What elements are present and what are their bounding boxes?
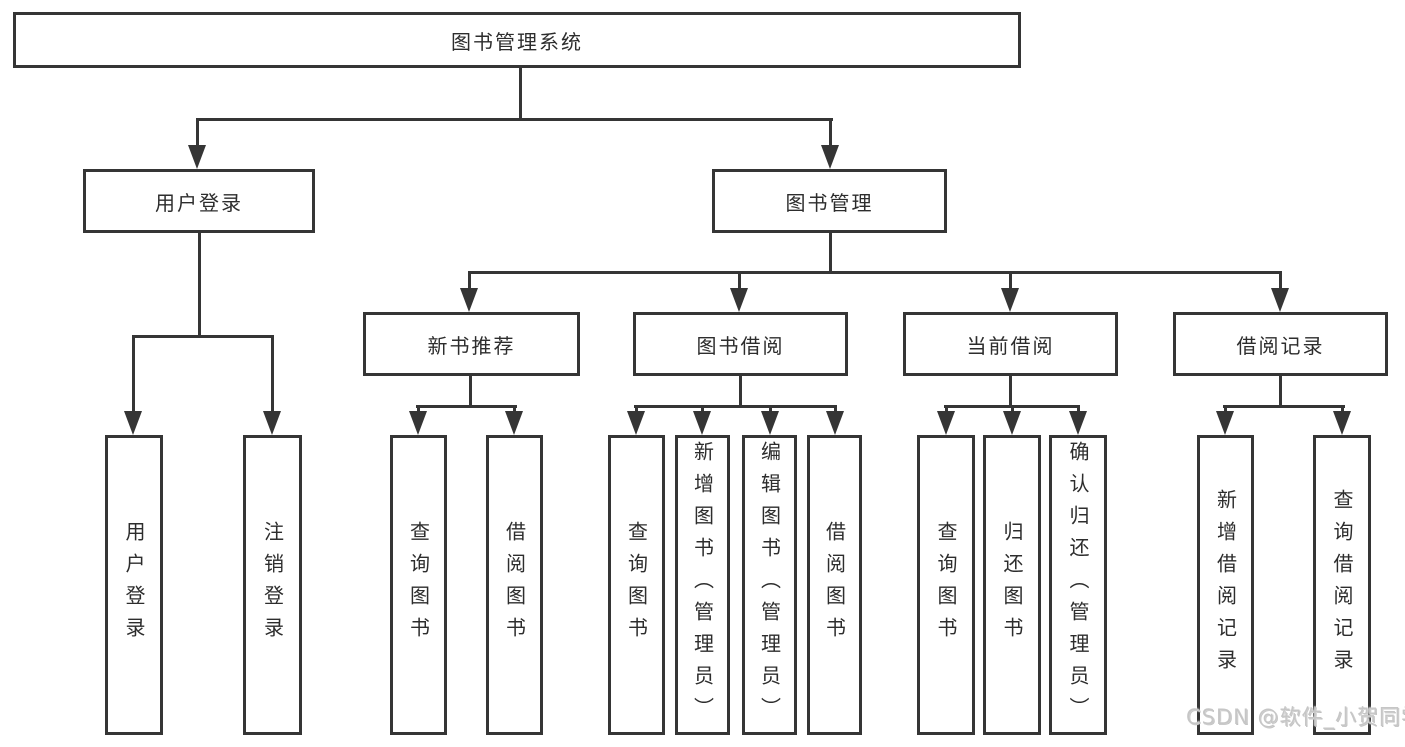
node-label: 图书管理系统	[451, 29, 583, 54]
connector-vline	[1077, 405, 1080, 415]
leaf-label: 归还图书	[1000, 521, 1024, 649]
connector-hline	[196, 118, 833, 121]
arrow-down-icon	[937, 411, 955, 435]
arrow-down-icon	[826, 411, 844, 435]
arrow-down-icon	[263, 411, 281, 435]
arrow-down-icon	[627, 411, 645, 435]
arrow-down-icon	[761, 411, 779, 435]
node-label: 用户登录	[155, 190, 243, 215]
node-user-login: 用户登录	[83, 169, 315, 233]
leaf-label: 借阅图书	[822, 521, 847, 649]
connector-vline	[739, 374, 742, 407]
arrow-down-icon	[821, 145, 839, 169]
node-root-library-system: 图书管理系统	[13, 12, 1021, 68]
connector-vline	[417, 405, 420, 415]
leaf-logout: 注销登录	[243, 435, 302, 735]
connector-vline	[469, 374, 472, 407]
connector-vline	[701, 405, 704, 415]
node-label: 图书管理	[785, 190, 874, 215]
arrow-down-icon	[409, 411, 427, 435]
node-label: 当前借阅	[966, 333, 1055, 358]
connector-hline	[132, 335, 274, 338]
connector-vline	[945, 405, 948, 415]
arrow-down-icon	[730, 288, 748, 312]
leaf-label: 查询图书	[406, 521, 431, 649]
leaf-query-books-borrow: 查询图书	[608, 435, 665, 735]
connector-vline	[1011, 405, 1014, 415]
node-borrowing-records: 借阅记录	[1173, 312, 1388, 376]
leaf-edit-books-admin: 编辑图书（管理员）	[742, 435, 797, 735]
leaf-label: 新增图书（管理员）	[690, 441, 715, 729]
arrow-down-icon	[460, 288, 478, 312]
leaf-label: 查询图书	[624, 521, 649, 649]
connector-vline	[196, 118, 199, 150]
connector-vline	[769, 405, 772, 415]
leaf-label: 查询借阅记录	[1330, 489, 1354, 681]
arrow-down-icon	[1069, 411, 1087, 435]
connector-hline	[416, 405, 517, 408]
connector-vline	[1009, 374, 1012, 407]
connector-hline	[1223, 405, 1345, 408]
node-book-borrowing: 图书借阅	[633, 312, 848, 376]
leaf-query-borrow-record: 查询借阅记录	[1313, 435, 1371, 735]
leaf-label: 借阅图书	[502, 521, 527, 649]
leaf-query-books-recommend: 查询图书	[390, 435, 447, 735]
leaf-label: 确认归还（管理员）	[1066, 441, 1090, 729]
leaf-label: 编辑图书（管理员）	[757, 441, 782, 729]
arrow-down-icon	[505, 411, 523, 435]
connector-vline	[513, 405, 516, 415]
leaf-return-books: 归还图书	[983, 435, 1041, 735]
connector-vline	[198, 231, 201, 337]
leaf-query-books-current: 查询图书	[917, 435, 975, 735]
connector-hline	[468, 271, 1282, 274]
arrow-down-icon	[1001, 288, 1019, 312]
arrow-down-icon	[1003, 411, 1021, 435]
csdn-watermark: CSDN @软件_小贺同学	[1186, 705, 1405, 729]
arrow-down-icon	[1333, 411, 1351, 435]
connector-vline	[738, 271, 741, 291]
connector-vline	[1341, 405, 1344, 415]
leaf-user-login: 用户登录	[105, 435, 163, 735]
arrow-down-icon	[1271, 288, 1289, 312]
leaf-label: 注销登录	[260, 521, 285, 649]
connector-hline	[634, 405, 837, 408]
leaf-label: 新增借阅记录	[1213, 489, 1238, 681]
connector-vline	[271, 335, 274, 413]
node-label: 图书借阅	[696, 333, 785, 358]
node-book-management: 图书管理	[712, 169, 947, 233]
connector-vline	[1279, 271, 1282, 291]
arrow-down-icon	[1216, 411, 1234, 435]
connector-vline	[829, 118, 832, 150]
connector-vline	[519, 66, 522, 120]
node-label: 借阅记录	[1236, 333, 1325, 358]
leaf-add-borrow-record: 新增借阅记录	[1197, 435, 1254, 735]
arrow-down-icon	[188, 145, 206, 169]
connector-vline	[1224, 405, 1227, 415]
leaf-borrow-books-recommend: 借阅图书	[486, 435, 543, 735]
connector-vline	[829, 231, 832, 273]
node-new-book-recommend: 新书推荐	[363, 312, 580, 376]
connector-vline	[132, 335, 135, 413]
arrow-down-icon	[124, 411, 142, 435]
connector-vline	[468, 271, 471, 291]
connector-vline	[1279, 374, 1282, 407]
leaf-borrow-books: 借阅图书	[807, 435, 862, 735]
connector-vline	[1009, 271, 1012, 291]
leaf-add-books-admin: 新增图书（管理员）	[675, 435, 730, 735]
leaf-confirm-return-admin: 确认归还（管理员）	[1049, 435, 1107, 735]
node-label: 新书推荐	[427, 333, 516, 358]
connector-vline	[635, 405, 638, 415]
arrow-down-icon	[693, 411, 711, 435]
node-current-borrowing: 当前借阅	[903, 312, 1118, 376]
leaf-label: 用户登录	[122, 521, 146, 649]
connector-vline	[834, 405, 837, 415]
leaf-label: 查询图书	[934, 521, 958, 649]
